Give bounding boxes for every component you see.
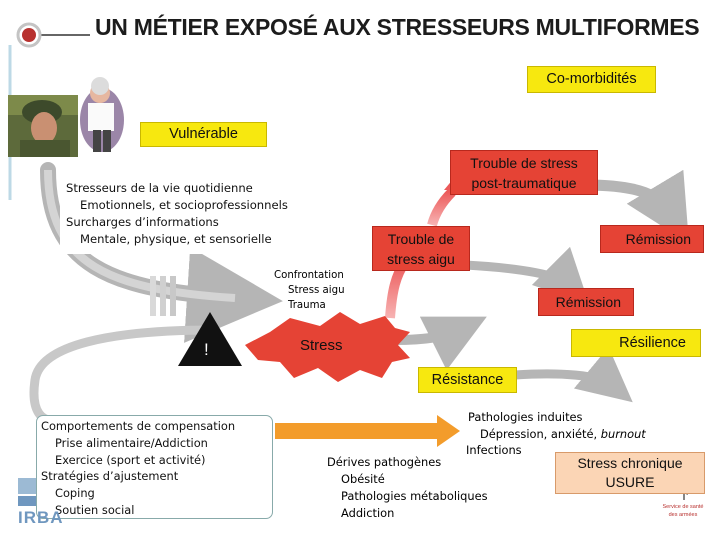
stresseurs-line-4: Mentale, physique, et sensorielle: [80, 232, 272, 246]
comportements-line-3: Exercice (sport et activité): [55, 452, 206, 467]
soldier-photo: [8, 95, 78, 157]
stresseurs-line-2: Emotionnels, et socioprofessionnels: [80, 198, 288, 212]
stresseurs-line-1: Stresseurs de la vie quotidienne: [66, 181, 253, 195]
warning-triangle: [178, 312, 242, 366]
comportements-line-5: Coping: [55, 486, 95, 501]
resilience-tag: Résilience: [571, 329, 701, 357]
confrontation-line-2: Stress aigu: [288, 285, 345, 296]
vulnerable-label: Vulnérable: [169, 126, 238, 142]
comorbidites-label: Co-morbidités: [546, 71, 637, 87]
pathologies-line-3: Infections: [466, 443, 522, 457]
resistance-label: Résistance: [431, 372, 504, 388]
comorbidites-tag: Co-morbidités: [527, 66, 656, 93]
stresseurs-line-3: Surcharges d’informations: [66, 215, 219, 229]
grey-arrow-remission-top: [584, 169, 689, 244]
remission-mid-label: Rémission: [555, 294, 621, 310]
comportements-box: Comportements de compensation Prise alim…: [36, 415, 273, 519]
chronique-line-1: Stress chronique: [577, 455, 683, 471]
irba-logo: [18, 478, 40, 506]
stress-label: Stress: [300, 337, 343, 354]
confrontation-line-3: Trauma: [288, 300, 326, 311]
pathologies-line-1: Pathologies induites: [468, 410, 583, 424]
remission-mid-tag: Rémission: [538, 288, 634, 316]
remission-top-tag: Rémission: [600, 225, 704, 253]
chronique-line-2: USURE: [605, 474, 655, 490]
grey-arrow-remission-mid: [464, 246, 590, 305]
trouble-aigu-line-1: Trouble de: [387, 231, 455, 247]
tspt-tag: Trouble de stress post-traumatique: [450, 150, 598, 195]
grey-arrow-chronic: [514, 346, 633, 403]
comportements-line-6: Soutien social: [55, 502, 135, 517]
grey-loop-left: [29, 325, 216, 425]
ssa-logo-line-2: des armées: [668, 512, 698, 518]
resilience-label: Résilience: [619, 335, 686, 351]
derives-block: Dérives pathogènes Obésité Pathologies m…: [327, 454, 488, 522]
tspt-line-1: Trouble de stress: [470, 155, 578, 171]
confrontation-block: Confrontation Stress aigu Trauma: [274, 268, 345, 313]
grey-arrow-resilience: [394, 316, 487, 371]
trouble-aigu-line-2: stress aigu: [387, 251, 455, 267]
warning-mark: !: [204, 340, 209, 359]
comportements-line-1: Comportements de compensation: [41, 419, 236, 433]
tspt-line-2: post-traumatique: [471, 175, 577, 191]
irba-logo-text: IRBA: [18, 508, 64, 527]
derives-line-1: Dérives pathogènes: [327, 455, 442, 469]
grey-stripes: [150, 276, 176, 316]
comportements-line-2: Prise alimentaire/Addiction: [55, 435, 208, 450]
remission-top-label: Rémission: [625, 231, 691, 247]
ssa-logo-text: Service de santé des armées: [660, 503, 706, 519]
pink-arrow-tspt: [427, 188, 456, 227]
orange-arrow: [275, 415, 460, 447]
page-title: UN MÉTIER EXPOSÉ AUX STRESSEURS MULTIFOR…: [95, 14, 700, 40]
trouble-aigu-tag: Trouble de stress aigu: [372, 226, 470, 271]
confrontation-line-1: Confrontation: [274, 270, 344, 281]
vulnerable-tag: Vulnérable: [140, 122, 267, 147]
comportements-line-4: Stratégies d’ajustement: [41, 469, 179, 484]
pathologies-line-2a: Dépression, anxiété,: [480, 426, 601, 441]
resistance-tag: Résistance: [418, 367, 517, 393]
stresseurs-box: Stresseurs de la vie quotidienne Emotion…: [60, 176, 300, 254]
therapist-photo: [78, 75, 126, 155]
ssa-logo-line-1: Service de santé: [662, 504, 704, 510]
stress-burst: [245, 312, 410, 382]
pathologies-line-2b: burnout: [600, 426, 646, 441]
pathologies-block: Pathologies induites Dépression, anxiété…: [466, 409, 646, 459]
derives-line-3: Pathologies métaboliques: [341, 489, 488, 503]
derives-line-2: Obésité: [341, 472, 385, 486]
stress-chronique-box: Stress chronique USURE: [555, 452, 705, 494]
derives-line-4: Addiction: [341, 506, 395, 520]
